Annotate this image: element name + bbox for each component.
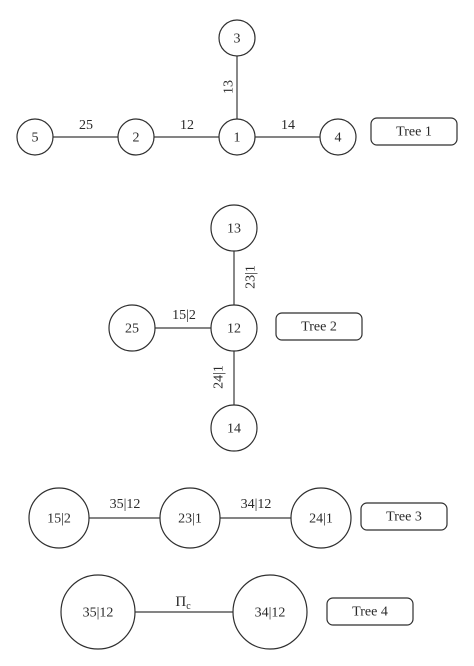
node-circle [290, 487, 352, 549]
tree-1-node-5: 5 [16, 118, 54, 156]
node-label: 3 [234, 32, 241, 47]
tree-4-node-35-12: 35|12 [60, 574, 136, 650]
tree-3-node-15-2: 15|2 [28, 487, 90, 549]
tree-2-node-12: 12 [210, 304, 258, 352]
tree-1-node-4: 4 [319, 118, 357, 156]
node-circle [28, 487, 90, 549]
node-label: 23|1 [178, 512, 202, 527]
tree-2-node-13: 13 [210, 204, 258, 252]
tree-1-edge-label-25: 25 [79, 118, 93, 133]
node-label: 34|12 [255, 606, 286, 621]
tree-3-edge-label-34-12: 34|12 [241, 497, 272, 512]
node-circle [232, 574, 308, 650]
tree-4-node-34-12: 34|12 [232, 574, 308, 650]
node-label: 4 [335, 131, 342, 146]
tree-3-node-23-1: 23|1 [159, 487, 221, 549]
node-circle [16, 118, 54, 156]
tree-label-frame [360, 502, 448, 531]
tree-4-edge-label-main: Π [175, 594, 186, 610]
tree-4-edge-label: Πc [175, 594, 191, 612]
node-circle [159, 487, 221, 549]
tree-1-node-3: 3 [218, 19, 256, 57]
tree-2-node-14: 14 [210, 404, 258, 452]
tree-3-edge-label-35-12: 35|12 [110, 497, 141, 512]
node-circle [108, 304, 156, 352]
node-label: 15|2 [47, 512, 71, 527]
tree-3-label: Tree 3 [386, 510, 422, 525]
node-label: 12 [227, 322, 241, 337]
tree-1-node-2: 2 [117, 118, 155, 156]
node-label: 13 [227, 222, 241, 237]
node-circle [210, 304, 258, 352]
node-circle [319, 118, 357, 156]
tree-2-label-box: Tree 2 [275, 312, 363, 341]
node-circle [218, 19, 256, 57]
node-label: 2 [133, 131, 140, 146]
node-circle [210, 404, 258, 452]
tree-2-node-25: 25 [108, 304, 156, 352]
tree-2-edge-label-23-1: 23|1 [244, 265, 259, 289]
tree-3: 35|12 34|12 15|2 23|1 24|1 Tree 3 [28, 487, 448, 549]
tree-1-edge-label-13: 13 [222, 80, 237, 94]
node-label: 35|12 [83, 606, 114, 621]
tree-label-frame [326, 597, 414, 626]
tree-4: Πc 35|12 34|12 Tree 4 [60, 574, 414, 650]
tree-1-label-box: Tree 1 [370, 117, 458, 146]
tree-1: 25 12 13 14 5 2 1 3 4 Tree 1 [16, 19, 458, 156]
node-label: 25 [125, 322, 139, 337]
node-label: 1 [234, 131, 241, 146]
node-circle [60, 574, 136, 650]
tree-1-edge-label-14: 14 [281, 118, 295, 133]
node-circle [218, 118, 256, 156]
tree-3-node-24-1: 24|1 [290, 487, 352, 549]
tree-4-label-box: Tree 4 [326, 597, 414, 626]
tree-2-edge-label-15-2: 15|2 [172, 308, 196, 323]
node-label: 24|1 [309, 512, 333, 527]
tree-2-label: Tree 2 [301, 320, 337, 335]
tree-2: 23|1 15|2 24|1 13 25 12 14 Tree 2 [108, 204, 363, 452]
node-circle [117, 118, 155, 156]
tree-4-edge-label-sub: c [186, 601, 191, 612]
tree-1-edge-label-12: 12 [180, 118, 194, 133]
tree-4-label: Tree 4 [352, 605, 388, 620]
tree-label-frame [275, 312, 363, 341]
node-label: 5 [32, 131, 39, 146]
tree-label-frame [370, 117, 458, 146]
node-circle [210, 204, 258, 252]
tree-3-label-box: Tree 3 [360, 502, 448, 531]
tree-2-edge-label-24-1: 24|1 [212, 365, 227, 389]
tree-1-label: Tree 1 [396, 125, 432, 140]
tree-1-node-1: 1 [218, 118, 256, 156]
node-label: 14 [227, 422, 241, 437]
